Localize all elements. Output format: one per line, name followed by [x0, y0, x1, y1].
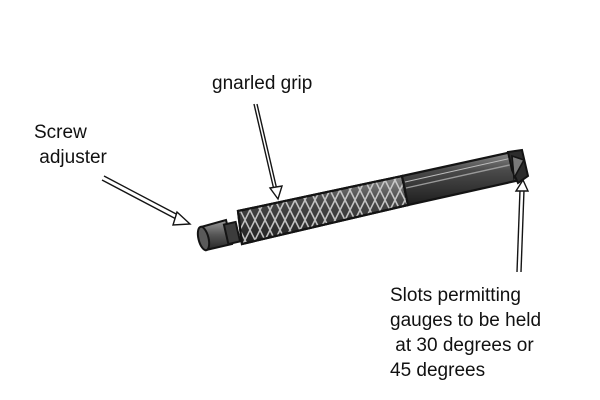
label-slots-description: Slots permitting gauges to be held at 30… [390, 285, 542, 381]
arrow-slots [514, 178, 530, 273]
screw-adjuster-cap [196, 218, 242, 252]
tool-shaft [400, 150, 522, 207]
slotted-tip [506, 148, 530, 185]
arrow-screw-adjuster [101, 175, 192, 226]
label-screw-adjuster: Screw adjuster [34, 122, 107, 168]
arrow-gnarled-grip [253, 103, 284, 201]
label-gnarled-grip: gnarled grip [212, 73, 313, 94]
